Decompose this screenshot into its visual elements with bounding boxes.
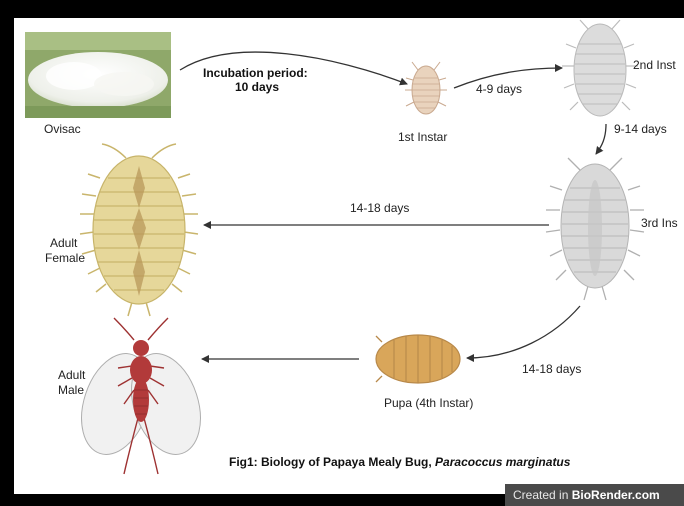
ovisac-image [25,32,171,118]
watermark-brand: BioRender.com [572,488,660,502]
incubation-label-line1: Incubation period: [203,66,308,80]
third-instar-bug [546,158,644,300]
first-instar-label: 1st Instar [398,130,447,144]
ovisac-label: Ovisac [44,122,81,136]
diagram-canvas: Incubation period: 10 days Ovisac 1st In… [14,18,684,494]
duration-third-to-pupa: 14-18 days [522,362,581,376]
caption-species: Paracoccus marginatus [435,455,570,469]
second-instar-label: 2nd Inst [633,58,676,72]
figure-caption: Fig1: Biology of Papaya Mealy Bug, Parac… [229,455,570,469]
incubation-label-line2: 10 days [235,80,279,94]
adult-female-label-line2: Female [45,251,85,265]
second-instar-bug [562,20,638,116]
duration-second-to-third: 9-14 days [614,122,667,136]
watermark-prefix: Created in [513,488,572,502]
caption-prefix: Fig1: Biology of Papaya Mealy Bug, [229,455,435,469]
adult-male-label-line1: Adult [58,368,85,382]
duration-first-to-second: 4-9 days [476,82,522,96]
third-instar-label: 3rd Ins [641,216,678,230]
pupa-bug [376,335,460,383]
first-instar-bug [405,62,447,114]
duration-third-to-female: 14-18 days [350,201,409,215]
life-cycle-svg [14,18,684,494]
adult-male-bug [69,318,212,474]
pupa-label: Pupa (4th Instar) [384,396,473,410]
arrow-third-instar-to-pupa [467,306,580,358]
arrow-second-to-third-instar [596,124,606,154]
biorender-watermark: Created in BioRender.com [505,484,684,506]
adult-male-label-line2: Male [58,383,84,397]
adult-female-bug [80,144,198,316]
adult-female-label-line1: Adult [50,236,77,250]
